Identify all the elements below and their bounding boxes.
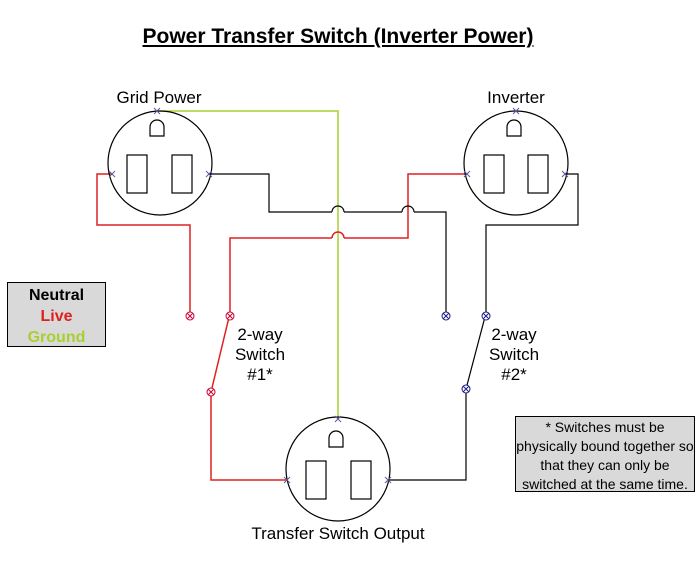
wire-color-legend: Neutral Live Ground bbox=[7, 282, 106, 347]
switch-note: * Switches must be physically bound toge… bbox=[515, 416, 695, 492]
outlet-terminals bbox=[108, 107, 569, 484]
switch1-label: 2-way Switch #1* bbox=[234, 325, 286, 384]
legend-ground: Ground bbox=[27, 329, 86, 346]
inverter-label: Inverter bbox=[487, 88, 545, 107]
neutral-wire bbox=[209, 173, 579, 481]
inverter-outlet bbox=[463, 110, 569, 216]
grid-power-outlet bbox=[107, 110, 213, 216]
grid-power-label: Grid Power bbox=[116, 88, 202, 107]
switch2-terminals bbox=[441, 311, 491, 394]
output-outlet bbox=[285, 416, 391, 522]
switch2-label: 2-way Switch #2* bbox=[488, 325, 540, 384]
switch1-blade bbox=[210, 312, 231, 393]
ground-wire bbox=[157, 110, 339, 420]
legend-neutral: Neutral bbox=[28, 287, 85, 304]
legend-live: Live bbox=[40, 308, 73, 325]
diagram-title: Power Transfer Switch (Inverter Power) bbox=[142, 25, 534, 48]
output-label: Transfer Switch Output bbox=[251, 524, 425, 543]
switch1-terminals bbox=[185, 311, 235, 397]
